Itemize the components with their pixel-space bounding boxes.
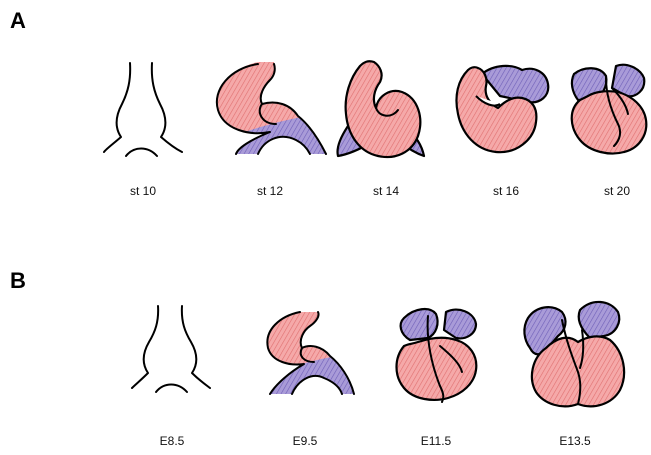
panel-letter-a: A [10, 8, 26, 33]
heart-drawing-st20 [572, 65, 647, 154]
heart-drawing-st16 [456, 66, 548, 152]
heart-tube-outline-st10 [104, 63, 182, 156]
stage-label-st20: st 20 [604, 184, 630, 198]
heart-tube-outline-e85 [132, 306, 210, 392]
stage-label-e85: E8.5 [160, 434, 185, 448]
stage-label-st12: st 12 [257, 184, 283, 198]
stage-label-st10: st 10 [130, 184, 156, 198]
heart-drawing-e135 [524, 302, 624, 406]
heart-drawing-e95 [255, 305, 365, 400]
stage-label-e95: E9.5 [293, 434, 318, 448]
stage-label-e115: E11.5 [421, 434, 452, 448]
heart-drawing-st12 [200, 55, 340, 160]
stage-label-e135: E13.5 [559, 434, 591, 448]
heart-drawing-st14 [337, 61, 424, 157]
heart-drawing-e115 [397, 309, 477, 402]
stage-label-st16: st 16 [493, 184, 519, 198]
stage-label-st14: st 14 [373, 184, 399, 198]
panel-letter-b: B [10, 268, 26, 293]
